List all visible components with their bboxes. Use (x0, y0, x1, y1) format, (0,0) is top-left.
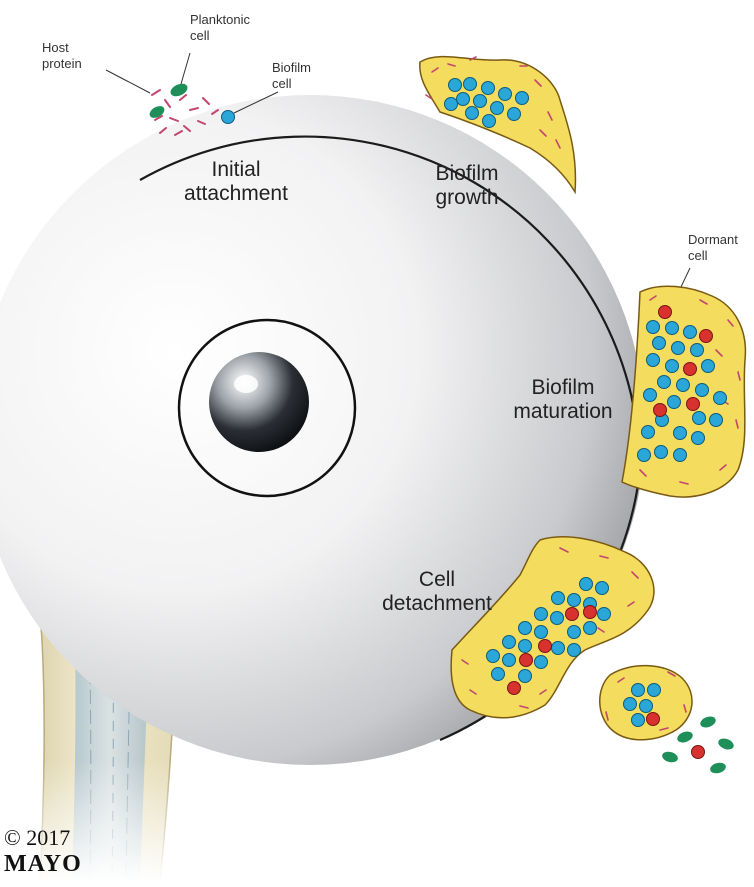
biofilm-cell-label: Biofilm cell (272, 60, 320, 92)
stage-cell-detachment: Cell detachment (362, 568, 512, 616)
stage-biofilm-maturation: Biofilm maturation (498, 376, 628, 424)
implant-ball (209, 352, 309, 452)
copyright-year: © 2017 (4, 826, 70, 850)
biofilm-cell-initial (222, 111, 235, 124)
dormant-cell-label: Dormant cell (688, 232, 748, 264)
detached-fragment (600, 666, 692, 740)
mayo-logo: MAYO (4, 850, 82, 878)
stage-initial-attachment: Initial attachment (166, 158, 306, 206)
planktonic-cell-label: Planktonic cell (190, 12, 268, 44)
biofilm-maturation-colony (622, 286, 745, 497)
stage-biofilm-growth: Biofilm growth (412, 162, 522, 210)
host-protein-label: Host protein (42, 40, 104, 72)
zoom-circle (179, 320, 355, 496)
